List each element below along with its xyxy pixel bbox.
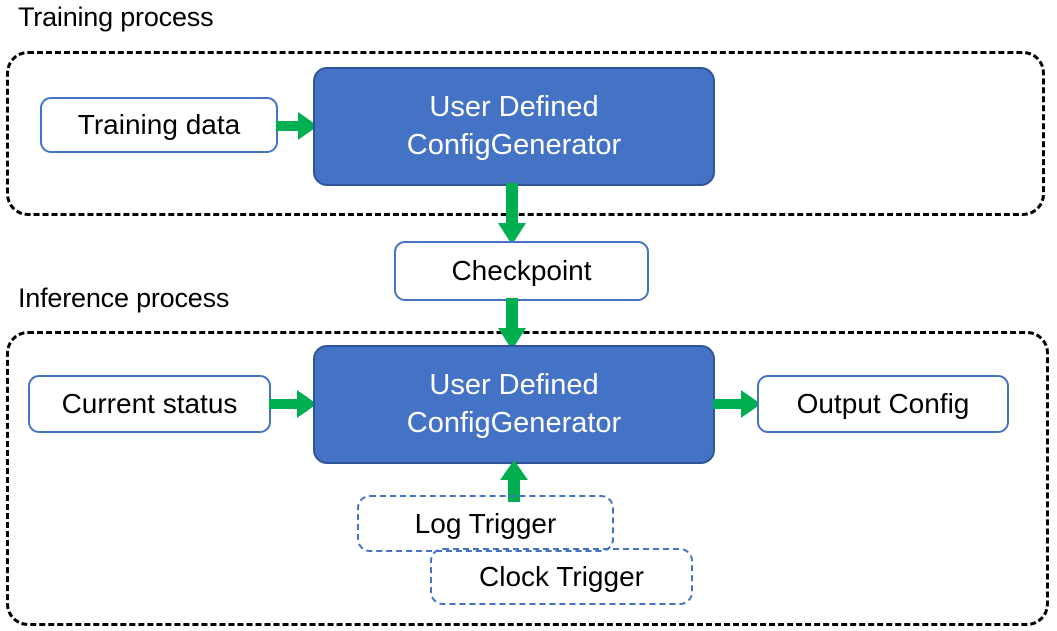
generator-inference-line1: User Defined bbox=[429, 369, 599, 402]
arrow-generator-to-output-config bbox=[713, 390, 761, 418]
arrow-current-status-to-generator bbox=[269, 390, 317, 418]
training-process-label: Training process bbox=[18, 2, 214, 32]
training-process-container bbox=[6, 51, 1045, 216]
node-output-config[interactable]: Output Config bbox=[757, 375, 1009, 433]
inference-process-container bbox=[6, 331, 1049, 626]
arrow-training-data-to-generator bbox=[276, 112, 318, 140]
generator-training-line2: ConfigGenerator bbox=[406, 128, 622, 161]
node-log-trigger[interactable]: Log Trigger bbox=[357, 495, 614, 552]
node-clock-trigger[interactable]: Clock Trigger bbox=[430, 548, 693, 605]
arrow-generator-to-checkpoint bbox=[498, 183, 526, 245]
generator-inference-line2: ConfigGenerator bbox=[406, 406, 622, 439]
node-current-status[interactable]: Current status bbox=[28, 375, 271, 433]
arrow-checkpoint-to-generator bbox=[498, 298, 526, 350]
node-user-defined-configgenerator-inference[interactable]: User Defined ConfigGenerator bbox=[313, 345, 715, 464]
node-training-data[interactable]: Training data bbox=[40, 97, 278, 153]
inference-process-label: Inference process bbox=[18, 283, 230, 313]
generator-training-line1: User Defined bbox=[429, 91, 599, 124]
node-checkpoint[interactable]: Checkpoint bbox=[394, 241, 649, 301]
node-user-defined-configgenerator-training[interactable]: User Defined ConfigGenerator bbox=[313, 67, 715, 186]
